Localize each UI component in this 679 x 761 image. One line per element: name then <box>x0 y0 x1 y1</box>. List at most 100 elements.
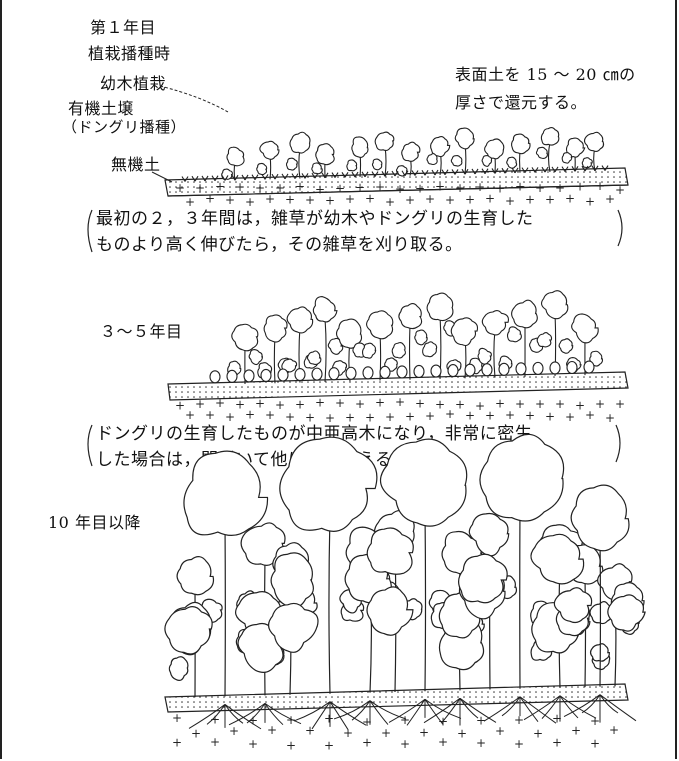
subsoil-plus-mark: + <box>286 738 296 752</box>
subsoil-plus-mark: + <box>395 182 405 196</box>
subsoil-plus-mark: + <box>345 411 355 425</box>
root-strand <box>369 700 407 720</box>
root-strand <box>559 695 597 719</box>
subsoil-plus-mark: + <box>365 410 375 424</box>
subsoil-plus-mark: + <box>185 408 195 422</box>
young-seedling <box>566 360 578 375</box>
subsoil-plus-mark: + <box>229 724 239 738</box>
subsoil-plus-mark: + <box>475 180 485 194</box>
root-strand <box>559 695 579 719</box>
grass-tuft <box>181 176 189 182</box>
subsoil-plus-mark: + <box>210 712 220 726</box>
subsoil-plus-mark: + <box>419 726 429 740</box>
young-seedling <box>532 361 544 375</box>
subsoil-plus-mark: + <box>445 407 455 421</box>
tree-crown <box>248 349 264 366</box>
tree-crown <box>484 138 505 160</box>
young-seedling <box>413 364 425 379</box>
root-strand <box>541 695 561 719</box>
grass-tuft <box>451 169 459 175</box>
subsoil-plus-mark: + <box>305 193 315 207</box>
root-strand <box>523 695 561 721</box>
subsoil-plus-mark: + <box>235 180 245 194</box>
tree-crown <box>422 341 438 358</box>
subsoil-plus-mark: + <box>415 397 425 411</box>
subsoil-plus-mark: + <box>295 398 305 412</box>
subsoil-plus-mark: + <box>505 408 515 422</box>
tree-crown <box>176 556 215 596</box>
tree-crown <box>371 158 383 171</box>
young-seedling <box>311 367 323 381</box>
tree-crown <box>401 141 421 162</box>
tree-crown <box>183 450 269 536</box>
grass-tuft <box>341 172 349 178</box>
root-strand <box>246 703 266 724</box>
grass-tuft <box>441 169 449 176</box>
tree-crown <box>268 602 319 653</box>
subsoil-plus-mark: + <box>381 726 391 740</box>
grass-tuft <box>231 174 239 181</box>
subsoil-plus-mark: + <box>215 396 225 410</box>
seedling-planting-label: 幼木植栽 <box>100 74 167 93</box>
young-seedling <box>260 368 272 383</box>
tree-crown <box>536 332 553 348</box>
tree-crown <box>279 436 378 532</box>
tree-crown <box>481 155 493 167</box>
subsoil-plus-mark: + <box>210 735 220 749</box>
stage3-soil-layer <box>164 683 629 713</box>
tree-crown <box>311 162 323 175</box>
tree-crown <box>481 310 509 336</box>
subsoil-plus-mark: + <box>415 182 425 196</box>
root-strand <box>206 704 226 725</box>
young-seedling <box>243 369 255 383</box>
tree-crown <box>391 341 406 359</box>
tree-crown <box>366 527 414 575</box>
tree-crown <box>379 438 468 527</box>
grass-tuft <box>211 175 219 181</box>
subsoil-plus-mark: + <box>343 726 353 740</box>
tree-crown <box>259 140 280 160</box>
subsoil-plus-mark: + <box>385 410 395 424</box>
stage3-forest <box>164 433 646 698</box>
root-strand <box>224 704 244 724</box>
root-strand <box>329 701 349 730</box>
grass-tuft <box>301 173 309 179</box>
stage1-subsoil-marks: ++++++++++++++++++++++++++++++++++++++++… <box>175 179 625 209</box>
subsoil-plus-mark: + <box>375 180 385 194</box>
grass-tuft <box>221 175 229 181</box>
grass-tuft <box>521 167 529 173</box>
subsoil-plus-mark: + <box>285 410 295 424</box>
acorn-sowing-label: （ドングリ播種） <box>62 118 187 136</box>
young-seedling <box>277 368 289 382</box>
tree-trunk <box>547 141 551 173</box>
thinning-note-line1: ドングリの生育したものが中亜高木になり，非常に密生 <box>96 424 533 444</box>
tree-crown <box>281 358 298 373</box>
stage1-seedlings <box>181 127 609 182</box>
stage1-year-label: 第１年目 <box>90 18 157 37</box>
subsoil-plus-mark: + <box>514 737 524 751</box>
root-strand <box>599 694 637 722</box>
tree-crown <box>565 137 586 158</box>
stage2-saplings <box>209 290 604 385</box>
subsoil-plus-mark: + <box>595 397 605 411</box>
subsoil-plus-mark: + <box>555 181 565 195</box>
tree-crown <box>231 323 259 352</box>
tree-crown <box>535 146 548 160</box>
grass-tuft <box>331 172 339 178</box>
subsoil-plus-mark: + <box>205 408 215 422</box>
root-strand <box>519 696 539 722</box>
grass-tuft <box>291 173 299 179</box>
tree-crown <box>256 162 268 176</box>
grass-tuft <box>591 165 599 172</box>
subsoil-plus-mark: + <box>385 195 395 209</box>
subsoil-plus-mark: + <box>476 736 486 750</box>
root-strand <box>563 694 601 718</box>
subsoil-plus-mark: + <box>515 180 525 194</box>
grass-tuft <box>461 168 469 175</box>
young-seedling <box>379 365 391 379</box>
tree-trunk <box>493 329 496 378</box>
grass-tuft <box>191 175 199 182</box>
subsoil-plus-mark: + <box>267 723 277 737</box>
subsoil-plus-mark: + <box>325 411 335 425</box>
subsoil-plus-mark: + <box>438 714 448 728</box>
